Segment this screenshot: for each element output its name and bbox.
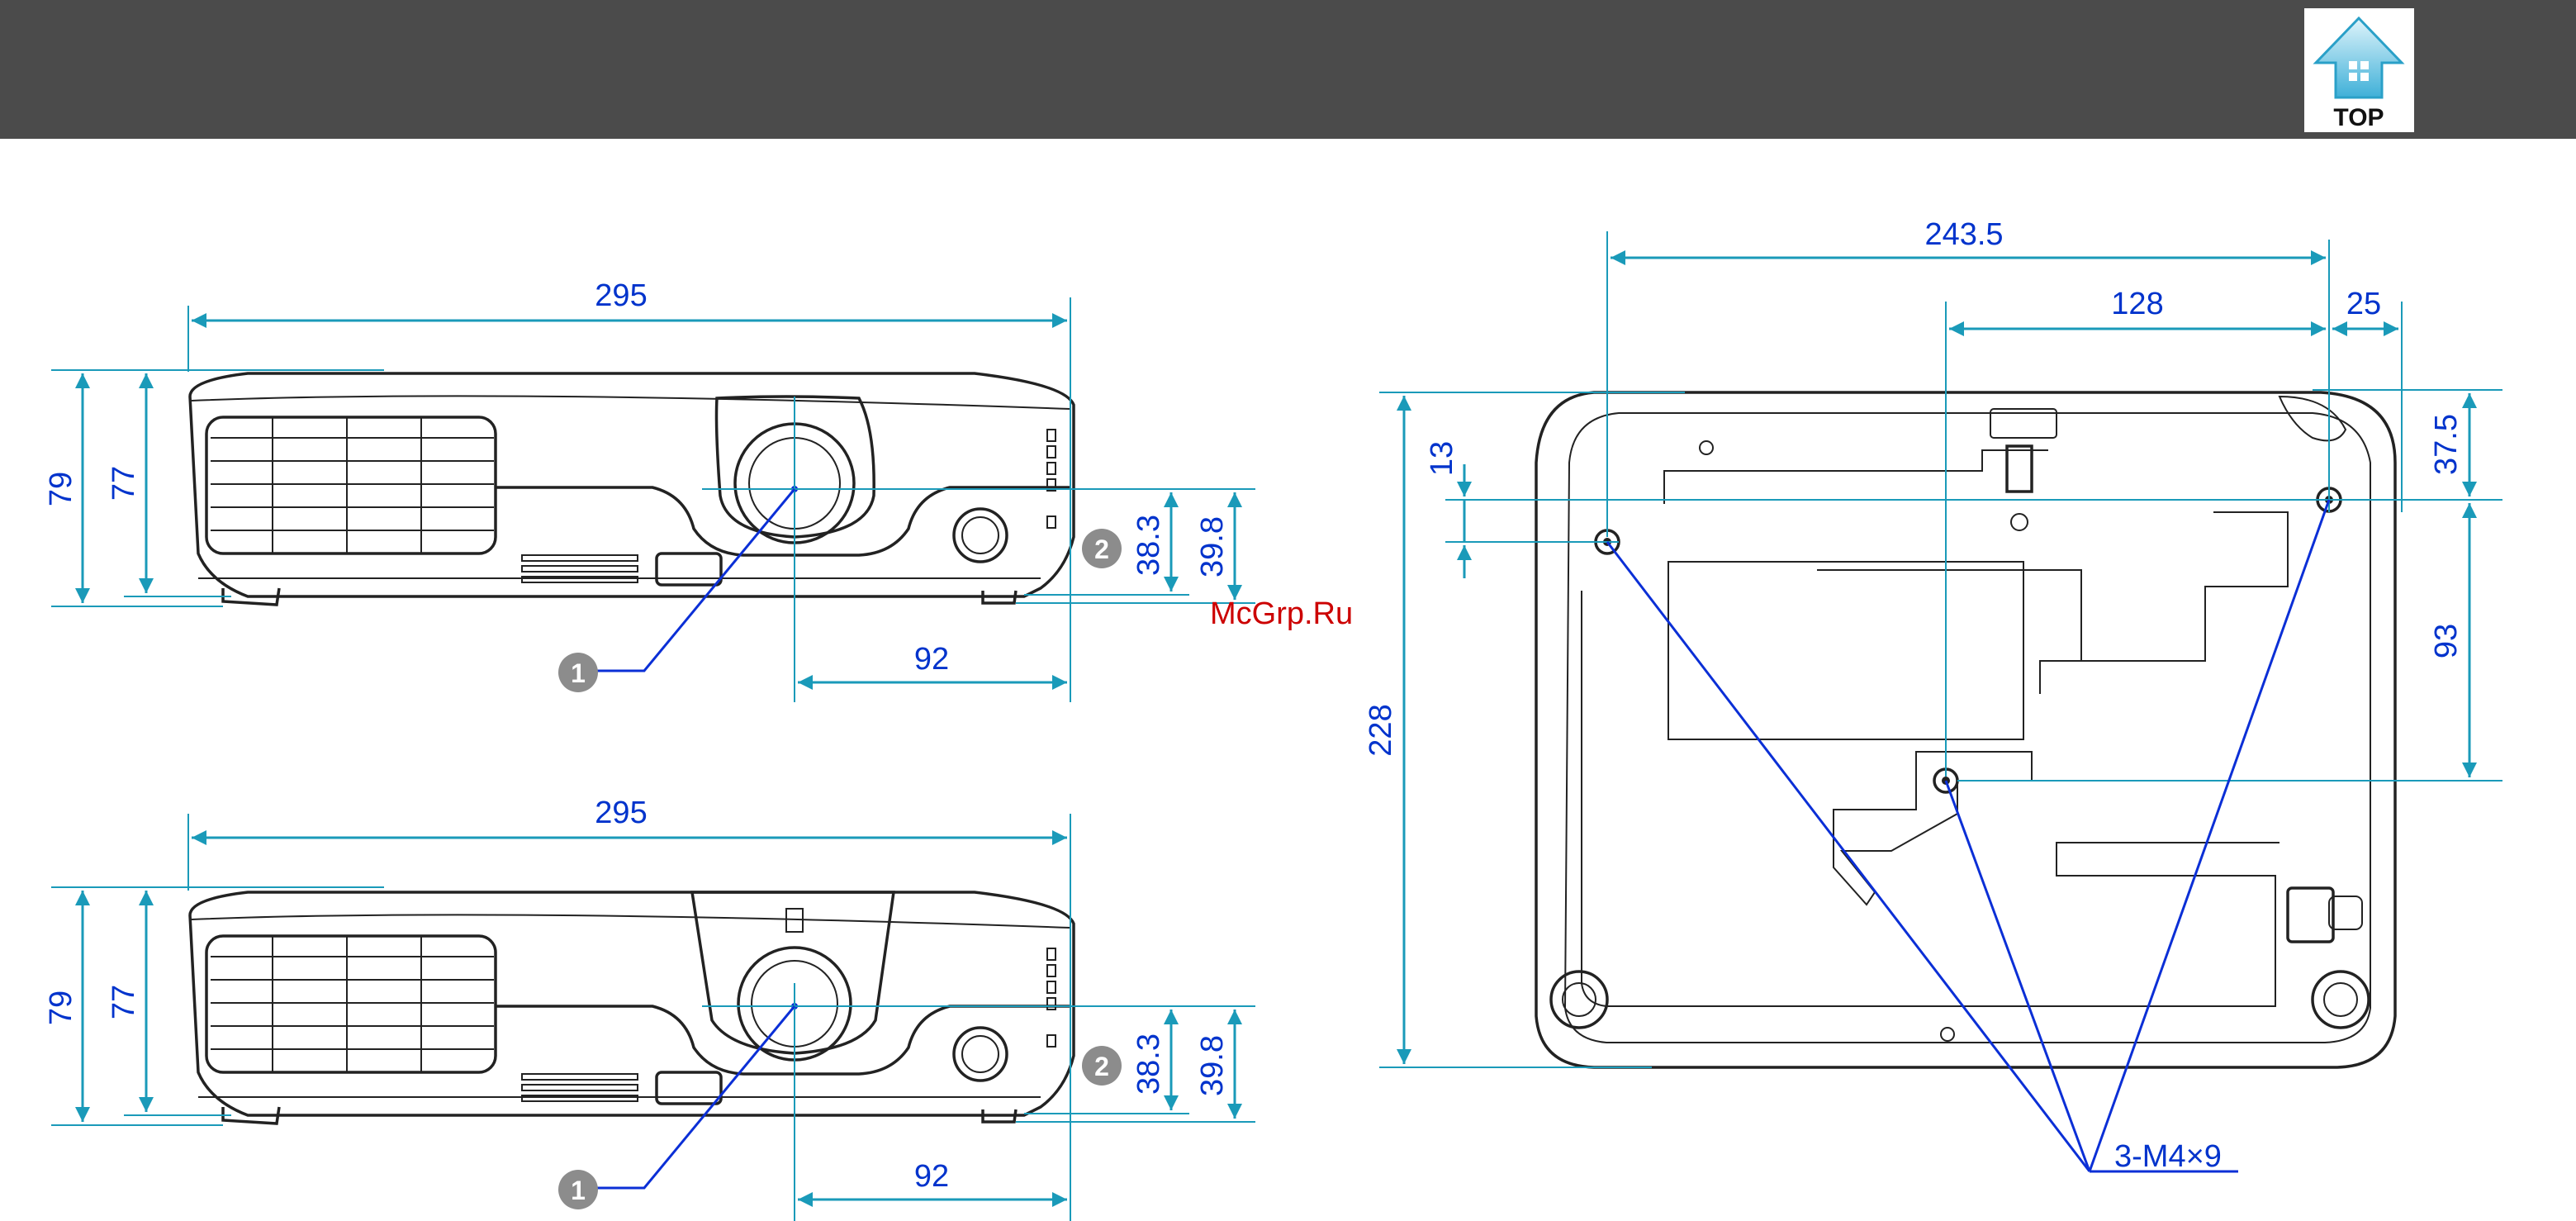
bottom-depth-label: 228	[1364, 704, 1398, 756]
foot-adjuster	[2288, 888, 2333, 942]
front2-lens-height-a: 38.3	[1131, 1033, 1166, 1095]
bottom-hole-span-label: 128	[2111, 287, 2163, 321]
front2-width-label: 295	[595, 796, 647, 830]
front2-height-body: 77	[107, 985, 141, 1019]
front1-height-total: 79	[44, 472, 78, 506]
front1-callout-2: 2	[1094, 534, 1109, 564]
front1-lens-offset: 92	[914, 642, 949, 677]
front1-callout-1: 1	[571, 658, 586, 688]
front2-lens-height-b: 39.8	[1195, 1035, 1230, 1096]
bottom-hole-top-offset-label: 13	[1425, 441, 1459, 476]
front1-height-body: 77	[107, 466, 141, 501]
front1-lens-height-a: 38.3	[1131, 515, 1166, 576]
front1-lens-height-b: 39.8	[1195, 516, 1230, 577]
bottom-view: 243.5 128 25 228 13 37.5 93 3-M4×9	[1364, 217, 2502, 1174]
bottom-right-top-offset-label: 37.5	[2429, 414, 2464, 475]
front-view-1: 295 79 77 38.3 39.8 92 1 2	[44, 278, 1255, 702]
front2-callout-2: 2	[1094, 1052, 1109, 1081]
bottom-edge-offset-label: 25	[2346, 287, 2381, 321]
rubber-foot	[2313, 972, 2369, 1028]
front-view-2: 295 79 77 38.3 39.8 92 1 2	[44, 796, 1255, 1221]
front2-height-total: 79	[44, 991, 78, 1025]
front2-lens-offset: 92	[914, 1159, 949, 1194]
front1-width-label: 295	[595, 278, 647, 313]
front2-callout-1: 1	[571, 1176, 586, 1205]
screw-spec-label: 3-M4×9	[2114, 1139, 2222, 1174]
watermark: McGrp.Ru	[1210, 596, 1353, 631]
bottom-width-label: 243.5	[1924, 217, 2003, 252]
rubber-foot	[1551, 972, 1607, 1028]
bottom-right-hole-span-label: 93	[2429, 624, 2464, 658]
lens-shroud	[692, 892, 894, 1053]
